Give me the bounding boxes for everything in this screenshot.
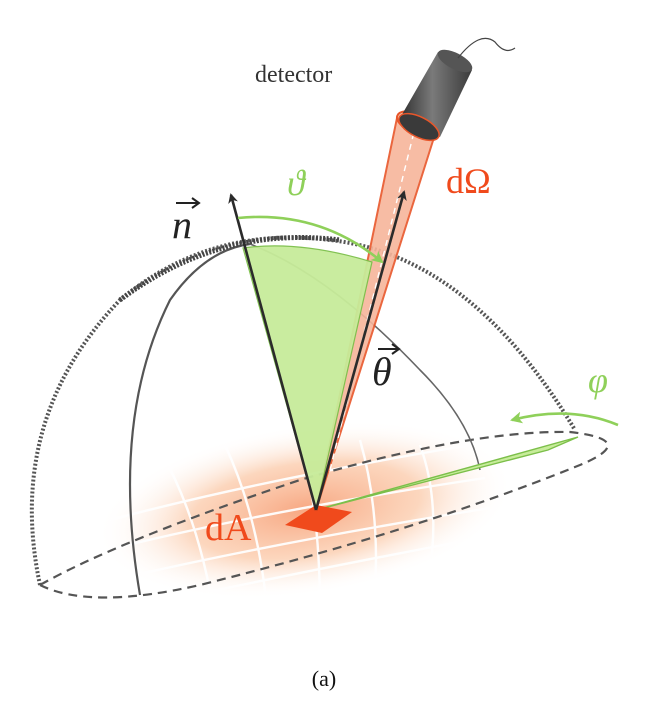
meridian-inner-1 bbox=[128, 242, 251, 596]
normal-vector-label: n bbox=[172, 197, 201, 247]
figure-caption: (a) bbox=[311, 666, 337, 691]
solid-angle-label: dΩ bbox=[446, 161, 491, 201]
detector-label: detector bbox=[255, 62, 332, 88]
direction-vector-arrow bbox=[314, 190, 407, 511]
normal-vector-arrow bbox=[228, 193, 318, 511]
polar-angle-label: ϑ bbox=[287, 163, 307, 203]
azimuth-angle-wedge bbox=[315, 436, 579, 511]
hemisphere-base bbox=[37, 430, 609, 599]
polar-angle-wedge bbox=[242, 245, 373, 511]
detector-icon bbox=[398, 37, 516, 142]
area-element bbox=[285, 505, 352, 533]
svg-text:θ: θ bbox=[372, 349, 392, 394]
polar-angle-arrow bbox=[237, 215, 384, 264]
direction-vector-label: θ bbox=[372, 343, 401, 394]
svg-text:n: n bbox=[172, 202, 192, 247]
azimuth-angle-arrow bbox=[510, 411, 619, 427]
area-element-label: dA bbox=[205, 507, 252, 549]
meridian-top bbox=[118, 235, 341, 303]
meridian-outer bbox=[29, 235, 577, 586]
azimuth-angle-label: φ bbox=[588, 360, 608, 400]
